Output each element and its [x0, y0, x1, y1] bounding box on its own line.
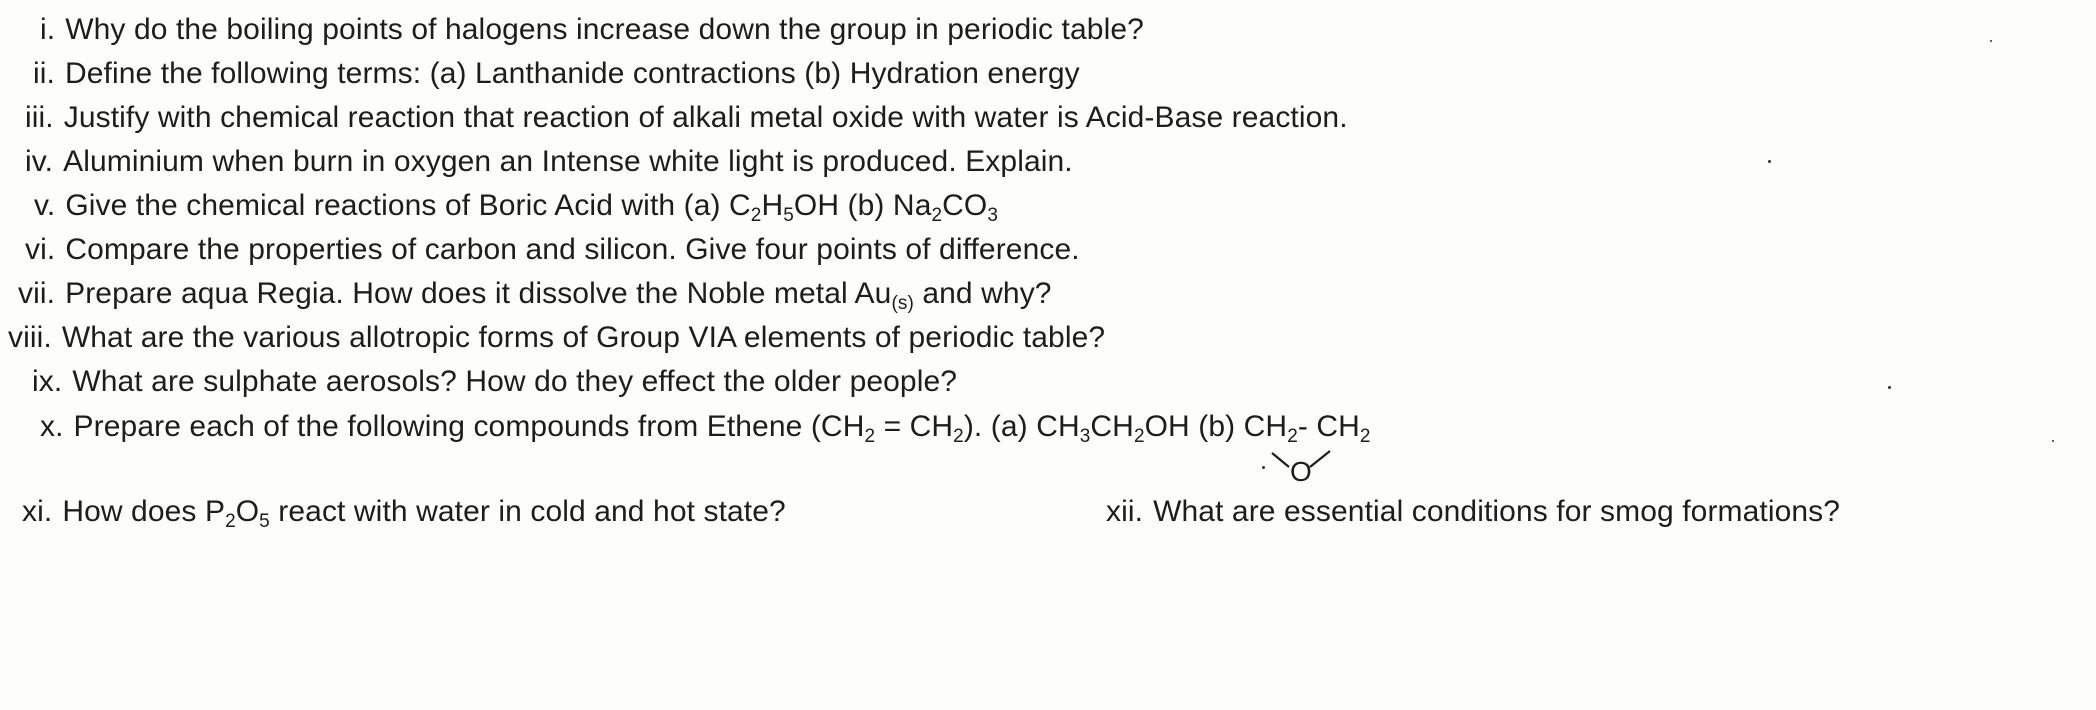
- speck: [1888, 386, 1891, 389]
- question-number: x.: [40, 410, 64, 443]
- formula-text: CH: [1090, 410, 1134, 443]
- speck: [2052, 440, 2054, 442]
- epoxide-left-carbon: CH: [1243, 410, 1288, 443]
- epoxide-bond: -: [1297, 410, 1317, 443]
- question-number: viii.: [8, 321, 52, 354]
- formula-text: ). (a) CH: [963, 410, 1080, 443]
- subscript: 5: [783, 205, 794, 226]
- subscript: 3: [987, 205, 999, 226]
- question-number: xi.: [22, 495, 53, 528]
- subscript: 3: [1079, 426, 1091, 447]
- subscript: 2: [931, 205, 943, 226]
- question-number: i.: [40, 13, 56, 46]
- question-text: Define the following terms: (a) Lanthani…: [64, 57, 1080, 90]
- question-iii: iii. Justify with chemical reaction that …: [25, 100, 1348, 136]
- question-number: vi.: [25, 233, 56, 266]
- subscript: 2: [953, 426, 964, 447]
- formula-text: OH (b) Na: [793, 189, 932, 222]
- epoxide-right-carbon: CH: [1316, 410, 1360, 443]
- question-text: Prepare each of the following compounds …: [73, 410, 865, 443]
- subscript: 2: [225, 511, 236, 532]
- subscript: (s): [891, 293, 914, 314]
- formula-text: H: [761, 189, 784, 222]
- question-x: x. Prepare each of the following compound…: [40, 409, 1371, 487]
- question-number: ix.: [32, 365, 63, 398]
- question-text: Compare the properties of carbon and sil…: [65, 233, 1080, 266]
- question-ix: ix. What are sulphate aerosols? How do th…: [32, 364, 957, 400]
- speck: [1768, 160, 1771, 163]
- question-vii: vii. Prepare aqua Regia. How does it diss…: [18, 276, 1052, 314]
- formula-text: CO: [942, 189, 988, 222]
- question-number: v.: [34, 189, 56, 222]
- subscript: 5: [259, 511, 270, 532]
- question-text: react with water in cold and hot state?: [269, 495, 786, 528]
- subscript: 2: [1287, 426, 1298, 447]
- question-i: i. Why do the boiling points of halogens …: [40, 12, 1144, 48]
- question-text: What are essential conditions for smog f…: [1153, 495, 1841, 528]
- question-text: What are the various allotropic forms of…: [61, 321, 1106, 354]
- question-text: How does P: [62, 495, 226, 528]
- question-vi: vi. Compare the properties of carbon and …: [25, 232, 1080, 268]
- question-text: and why?: [913, 277, 1052, 310]
- epoxide-ring-bonds: O: [1270, 450, 1331, 487]
- question-number: iii.: [25, 101, 54, 134]
- question-text: Why do the boiling points of halogens in…: [65, 13, 1144, 46]
- question-text: Justify with chemical reaction that reac…: [63, 101, 1348, 134]
- speck: [1990, 40, 1992, 42]
- question-number: vii.: [18, 277, 56, 310]
- question-text: What are sulphate aerosols? How do they …: [72, 365, 958, 398]
- question-ii: ii. Define the following terms: (a) Lanth…: [33, 56, 1080, 92]
- question-xi: xi. How does P2O5 react with water in col…: [22, 494, 786, 532]
- question-iv: iv. Aluminium when burn in oxygen an Inte…: [25, 144, 1073, 180]
- question-number: ii.: [33, 57, 55, 90]
- epoxide-oxygen: O: [1290, 456, 1312, 487]
- subscript: 2: [1133, 426, 1145, 447]
- question-number: xii.: [1106, 495, 1144, 528]
- question-v: v. Give the chemical reactions of Boric A…: [34, 188, 999, 226]
- question-number: iv.: [25, 145, 54, 178]
- subscript: 2: [1359, 426, 1371, 447]
- question-text: Aluminium when burn in oxygen an Intense…: [63, 145, 1073, 178]
- question-viii: viii. What are the various allotropic for…: [8, 320, 1105, 356]
- formula-text: = CH: [875, 410, 954, 443]
- question-text: Give the chemical reactions of Boric Aci…: [65, 189, 751, 222]
- subscript: 2: [750, 205, 762, 226]
- question-text: Prepare aqua Regia. How does it dissolve…: [65, 277, 892, 310]
- speck: [1262, 466, 1265, 469]
- question-xii: xii. What are essential conditions for sm…: [1106, 494, 1840, 530]
- subscript: 2: [864, 426, 876, 447]
- formula-text: O: [235, 495, 260, 528]
- formula-text: OH (b): [1144, 410, 1244, 443]
